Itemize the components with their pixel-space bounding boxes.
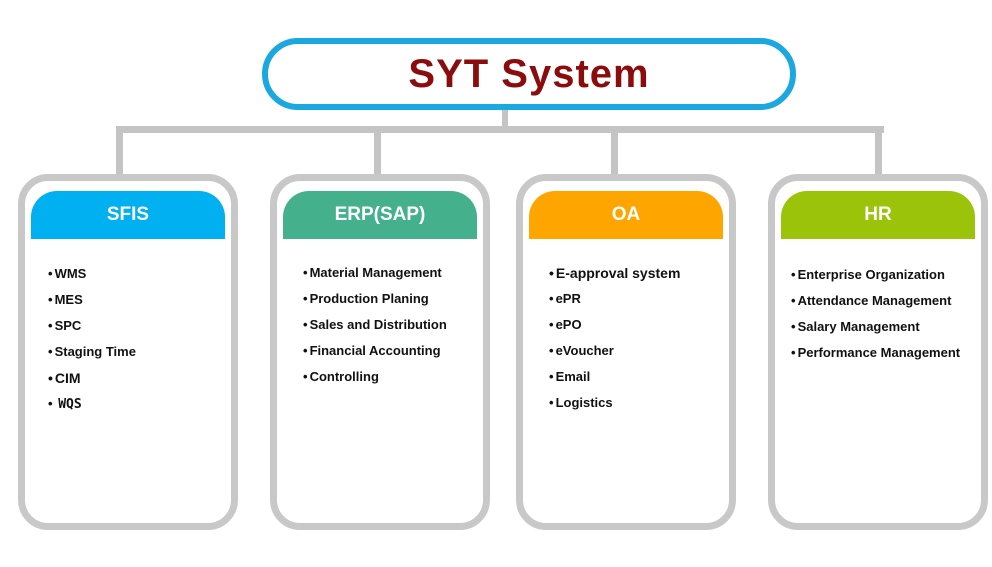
list-item: •Controlling (303, 369, 379, 384)
list-item: •SPC (48, 318, 82, 333)
list-item: •ePO (549, 317, 582, 332)
card-sfis: SFIS •WMS •MES •SPC •Staging Time •CIM •… (18, 174, 238, 530)
list-item: •WMS (48, 266, 87, 281)
connector-drop-sfis (116, 126, 123, 176)
card-erp: ERP(SAP) •Material Management •Productio… (270, 174, 490, 530)
list-item: •CIM (48, 370, 81, 386)
list-item: •ePR (549, 291, 581, 306)
list-item: •E-approval system (549, 265, 681, 281)
list-item: •Logistics (549, 395, 613, 410)
item-list-oa: •E-approval system •ePR •ePO •eVoucher •… (549, 265, 680, 421)
list-item: •eVoucher (549, 343, 614, 358)
card-header-oa: OA (529, 191, 723, 239)
list-item: •Material Management (303, 265, 442, 280)
connector-drop-erp (374, 126, 381, 176)
list-item: •Performance Management (791, 345, 961, 360)
connector-drop-oa (611, 126, 618, 176)
card-header-hr: HR (781, 191, 975, 239)
list-item: •MES (48, 292, 83, 307)
item-list-hr: •Enterprise Organization •Attendance Man… (791, 267, 960, 371)
connector-trunk (502, 108, 508, 130)
root-title: SYT System (408, 51, 650, 96)
card-header-sfis: SFIS (31, 191, 225, 239)
list-item: •Financial Accounting (303, 343, 441, 358)
item-list-erp: •Material Management •Production Planing… (303, 265, 447, 395)
list-item: •Salary Management (791, 319, 920, 334)
connector-horizontal (116, 126, 884, 133)
list-item: •Email (549, 369, 591, 384)
list-item: •Attendance Management (791, 293, 952, 308)
card-oa: OA •E-approval system •ePR •ePO •eVouche… (516, 174, 736, 530)
item-list-sfis: •WMS •MES •SPC •Staging Time •CIM • WQS (48, 266, 136, 422)
card-hr: HR •Enterprise Organization •Attendance … (768, 174, 988, 530)
connector-drop-hr (875, 126, 882, 176)
list-item: •Sales and Distribution (303, 317, 447, 332)
list-item: •Production Planing (303, 291, 429, 306)
list-item: •Staging Time (48, 344, 136, 359)
list-item: •Enterprise Organization (791, 267, 945, 282)
root-node: SYT System (262, 38, 796, 110)
list-item: • WQS (48, 396, 82, 412)
card-header-erp: ERP(SAP) (283, 191, 477, 239)
